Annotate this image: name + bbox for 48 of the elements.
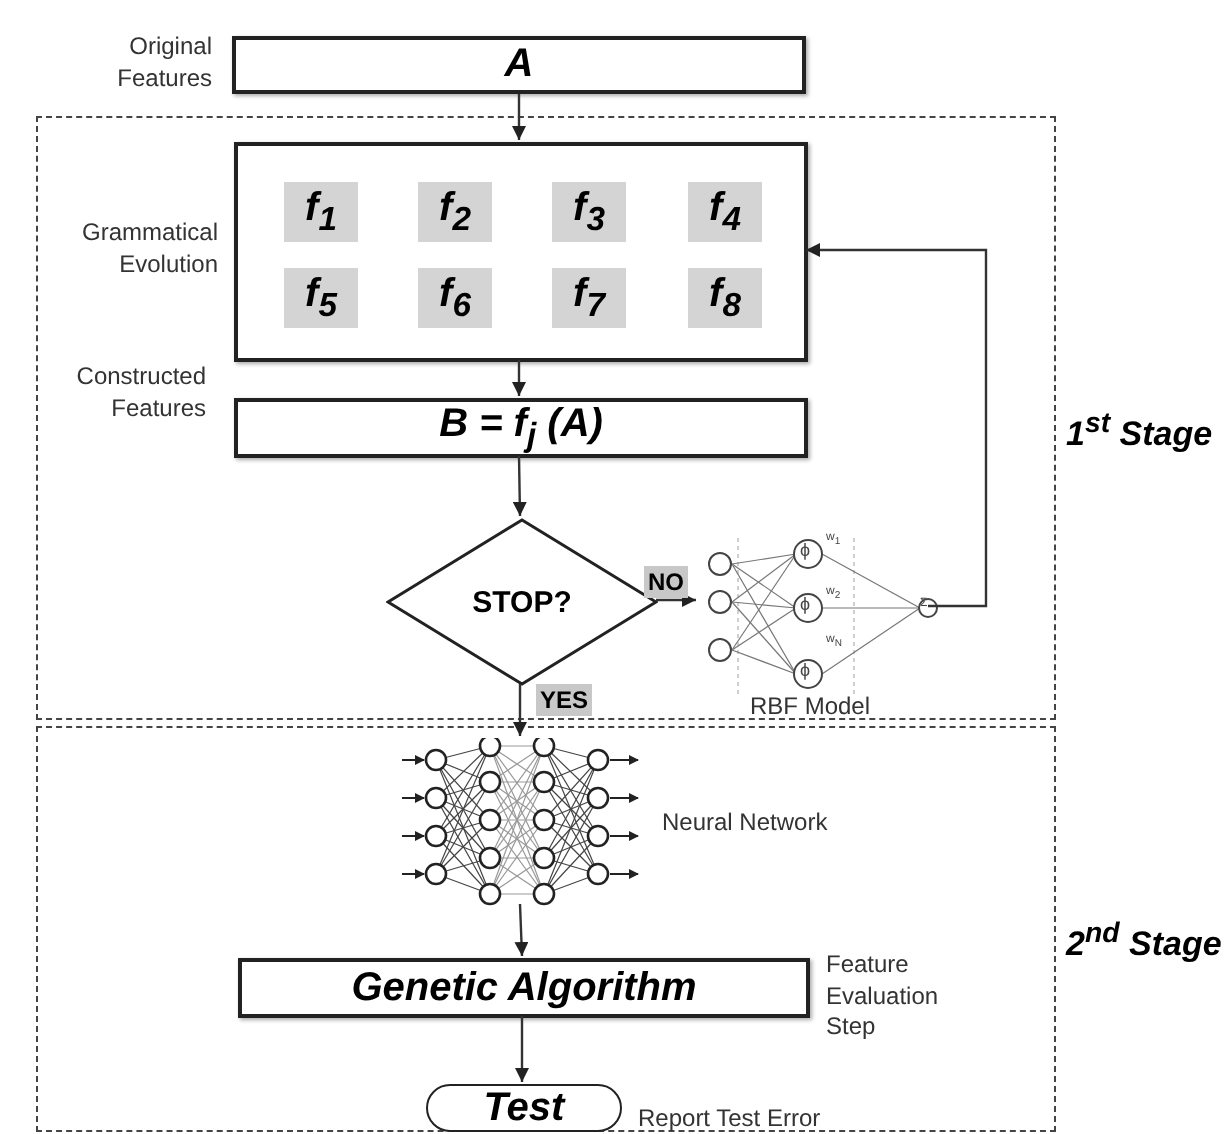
function-symbol: f$_{7}$ [573, 271, 605, 325]
function-symbol: f$_{6}$ [439, 271, 471, 325]
arrow [513, 684, 527, 736]
node-text: A [504, 42, 534, 88]
arrow [656, 593, 696, 607]
function-box [284, 182, 358, 242]
arrow [512, 455, 527, 517]
function-symbol: f$_{1}$ [305, 185, 337, 239]
terminal-box [426, 1084, 622, 1132]
node-caption: Neural Network [662, 808, 830, 840]
function-symbol: f$_{3}$ [573, 185, 605, 239]
process-box [234, 398, 808, 458]
node-caption: Constructed Features [74, 362, 206, 425]
process-box [238, 958, 810, 1018]
symbol-label: ϕ [800, 662, 811, 680]
node-text: Genetic Algorithm [351, 965, 697, 1011]
function-box [688, 268, 762, 328]
node-caption: Grammatical Evolution [79, 218, 218, 281]
node-caption: Original Features [115, 32, 212, 95]
decision-text: STOP? [472, 585, 572, 619]
function-symbol: f$_{5}$ [305, 271, 337, 325]
stage-heading: 2$^{nd}$ Stage [1066, 918, 1222, 966]
arrow [515, 1016, 529, 1082]
symbol-label: ϕ [800, 596, 811, 614]
node-text: B = f$_{j}$ (A) [439, 401, 603, 455]
stage-heading: 1$^{st}$ Stage [1066, 408, 1213, 456]
arrow [514, 903, 529, 957]
function-box [418, 182, 492, 242]
function-box [418, 268, 492, 328]
arrow [512, 94, 526, 140]
arrow [512, 360, 526, 396]
function-symbol: f$_{4}$ [709, 185, 741, 239]
function-symbol: f$_{2}$ [439, 185, 471, 239]
edge-label: YES [536, 684, 593, 717]
function-box [284, 268, 358, 328]
node-caption: Report Test Error [638, 1104, 823, 1134]
node-caption: Feature Evaluation Step [826, 950, 941, 1044]
symbol-label: ϕ [800, 542, 811, 560]
arrow [806, 243, 988, 608]
node-caption: RBF Model [750, 692, 873, 724]
node-text: Test [483, 1085, 565, 1131]
function-box [552, 268, 626, 328]
function-symbol: f$_{8}$ [709, 271, 741, 325]
function-box [552, 182, 626, 242]
process-box [232, 36, 806, 94]
function-box [688, 182, 762, 242]
edge-label: NO [644, 566, 688, 599]
process-box [234, 142, 808, 362]
